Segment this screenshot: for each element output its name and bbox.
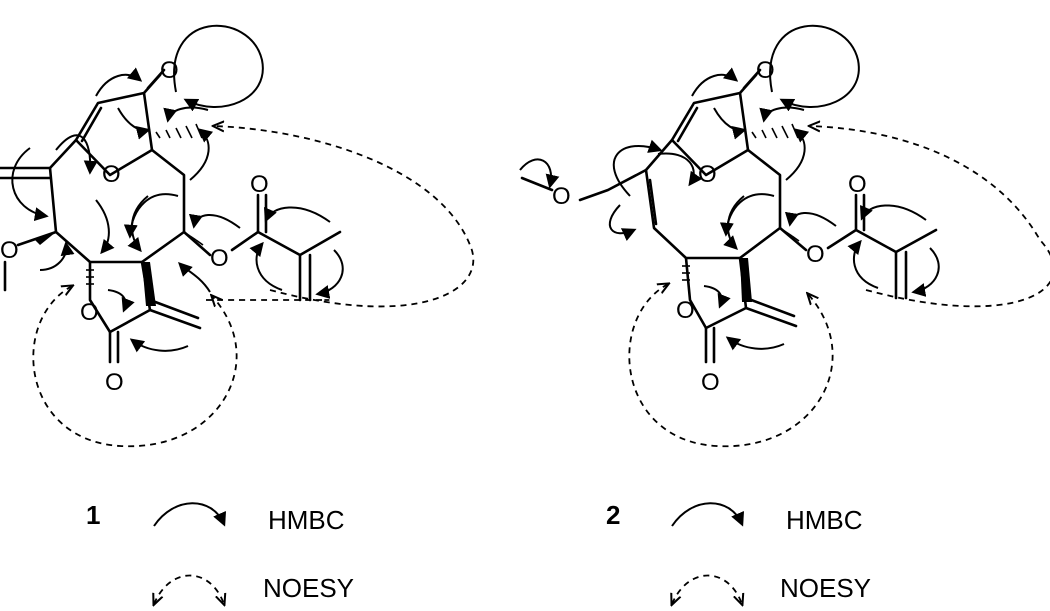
hmbc-arrow — [612, 139, 663, 197]
compound-1-noesy-arrows — [32, 126, 475, 448]
compound-1-structure: O O O O O O O — [0, 24, 475, 530]
atom-label: O — [80, 299, 99, 326]
noesy-arrow — [810, 126, 1050, 308]
hmbc-legend-arrow — [671, 502, 745, 527]
hmbc-arrow — [173, 24, 264, 112]
compound-1-hashed-bond-b — [183, 231, 204, 246]
compound-2-hashed-bond-a — [751, 123, 799, 139]
compound-1-hashed-bond-c — [86, 269, 94, 285]
hmbc-arrow — [785, 128, 810, 181]
hmbc-arrow — [117, 107, 151, 140]
hmbc-arrow — [107, 289, 135, 313]
hmbc-legend-label: HMBC — [786, 505, 863, 535]
hmbc-arrow — [55, 134, 98, 175]
hmbc-legend-arrow — [153, 502, 227, 527]
atom-label: O — [676, 297, 695, 324]
hmbc-arrow — [519, 158, 560, 189]
compound-2-legend: HMBC NOESY — [671, 502, 871, 605]
compound-2-atom-labels: O O O O O O O — [552, 57, 867, 396]
atom-label: O — [698, 161, 717, 188]
hmbc-arrow — [123, 193, 179, 239]
hmbc-arrow — [263, 206, 331, 223]
compound-2-hashed-bond-c — [682, 265, 690, 281]
atom-label: O — [105, 369, 124, 396]
hmbc-arrow — [657, 152, 703, 187]
hmbc-arrow — [725, 336, 785, 351]
hmbc-arrow — [759, 106, 805, 123]
hmbc-arrow — [11, 147, 49, 222]
noesy-legend-arrow — [154, 574, 224, 605]
hmbc-arrow — [95, 199, 115, 255]
atom-label: O — [210, 245, 229, 272]
compound-1-hashed-bond-a — [155, 123, 203, 139]
atom-label: O — [701, 369, 720, 396]
hmbc-arrow — [608, 204, 637, 242]
hmbc-arrow — [127, 195, 149, 253]
hmbc-arrow — [691, 67, 739, 97]
compound-1-stereo-bonds — [34, 123, 204, 306]
hmbc-arrow — [188, 213, 241, 229]
hmbc-arrow — [703, 285, 731, 309]
compound-2-hashed-bond-b — [779, 227, 800, 242]
compound-1-legend: HMBC NOESY — [153, 502, 354, 605]
hmbc-arrow — [784, 211, 837, 227]
hmbc-arrow — [911, 247, 940, 297]
compound-1-hmbc-arrows — [11, 24, 344, 353]
hmbc-arrow — [249, 241, 283, 291]
atom-label: O — [250, 171, 269, 198]
noesy-arrow — [32, 286, 238, 448]
hmbc-arrow — [769, 24, 860, 112]
noesy-legend-label: NOESY — [263, 573, 354, 603]
compound-number: 1 — [86, 500, 100, 530]
hmbc-arrow — [39, 241, 75, 271]
noesy-arrow — [214, 126, 475, 308]
hmbc-arrow — [315, 249, 344, 299]
hmbc-arrow — [163, 106, 209, 123]
atom-label: O — [848, 171, 867, 198]
hmbc-arrow — [178, 262, 211, 293]
noesy-legend-arrow — [672, 574, 742, 605]
atom-label: O — [806, 241, 825, 268]
hmbc-legend-label: HMBC — [268, 505, 345, 535]
hmbc-arrow — [189, 128, 214, 181]
compound-number: 2 — [606, 500, 620, 530]
noesy-arrow — [628, 284, 834, 448]
hmbc-arrow — [95, 67, 143, 97]
compound-2-hmbc-arrows — [519, 24, 940, 351]
compound-2-stereo-bonds — [682, 123, 800, 302]
hmbc-arrow — [713, 107, 747, 140]
hmbc-arrow — [129, 338, 189, 353]
atom-label: O — [552, 183, 571, 210]
compound-2-structure: O O O O O O O — [519, 24, 1050, 530]
atom-label: O — [102, 161, 121, 188]
hmbc-arrow — [723, 195, 745, 250]
compound-1-atom-labels: O O O O O O O — [0, 57, 269, 396]
atom-label: O — [0, 237, 19, 264]
hmbc-arrow — [859, 204, 927, 221]
hmbc-arrow — [719, 193, 775, 237]
hmbc-arrow — [847, 239, 879, 289]
noesy-legend-label: NOESY — [780, 573, 871, 603]
compound-1-bonds — [0, 68, 342, 364]
compound-2-noesy-arrows — [628, 126, 1050, 448]
